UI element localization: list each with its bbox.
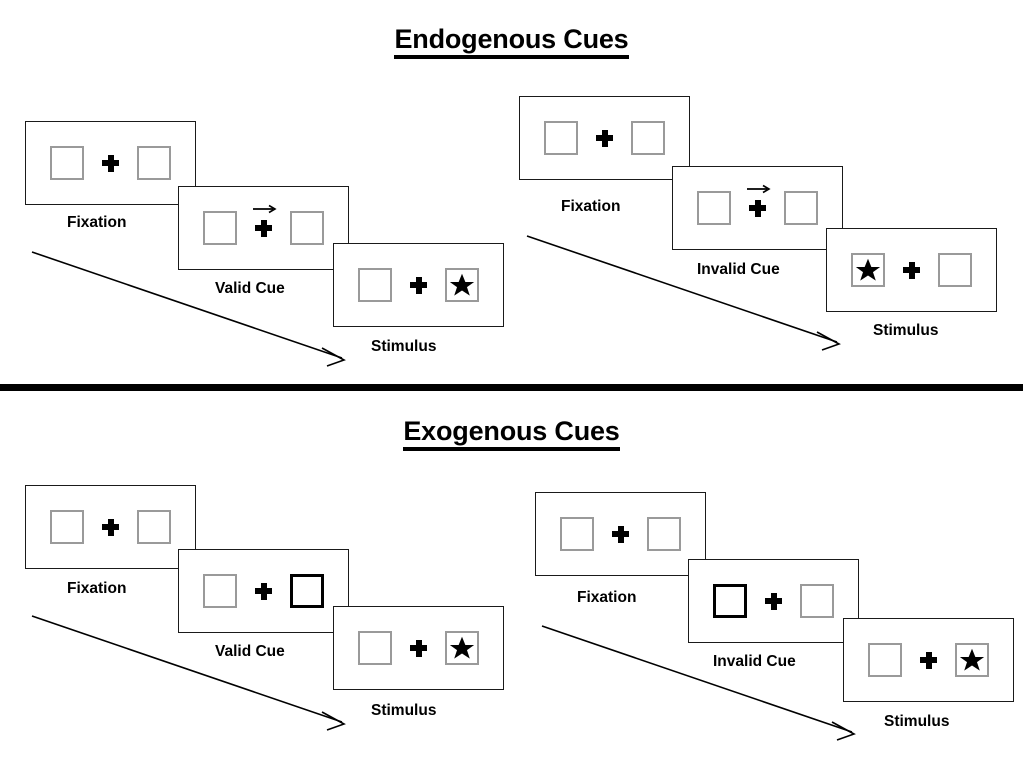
step-label-exogenous-valid-fixation: Fixation [67,580,127,597]
panel-exogenous-invalid-cue[interactable] [688,559,859,643]
stimulus-array [203,574,324,608]
time-flow-arrow-endogenous-valid [31,251,346,367]
placeholder-box-left [358,631,392,665]
fixation-cross-icon [255,219,272,237]
fixation-cross-icon [102,154,119,172]
arrow-right-icon [253,204,277,213]
step-label-endogenous-invalid-stimulus: Stimulus [873,322,939,339]
stimulus-array [358,631,479,665]
fixation-cross-icon [749,199,766,217]
placeholder-box-left [203,211,237,245]
fixation-cross-icon [765,592,782,610]
stimulus-array [560,517,681,551]
endogenous-arrow-cue [747,184,771,217]
step-label-endogenous-valid-fixation: Fixation [67,214,127,231]
placeholder-box-left [560,517,594,551]
placeholder-box-left [50,146,84,180]
placeholder-box-right [137,146,171,180]
step-label-exogenous-invalid-stimulus: Stimulus [884,713,950,730]
placeholder-box-left [697,191,731,225]
panel-endogenous-valid-stimulus[interactable] [333,243,504,327]
fixation-cross-icon [410,276,427,294]
panel-exogenous-valid-cue[interactable] [178,549,349,633]
panel-endogenous-invalid-fixation[interactable] [519,96,690,180]
step-label-endogenous-invalid-cue: Invalid Cue [697,261,780,278]
placeholder-box-right [938,253,972,287]
section-title-exogenous-text: Exogenous Cues [403,416,620,451]
exogenous-cue-box-right [290,574,324,608]
step-label-endogenous-valid-stimulus: Stimulus [371,338,437,355]
section-divider [0,384,1023,391]
target-box-right [445,268,479,302]
fixation-cross-icon [410,639,427,657]
step-label-exogenous-valid-stimulus: Stimulus [371,702,437,719]
panel-exogenous-valid-fixation[interactable] [25,485,196,569]
placeholder-box-left [358,268,392,302]
target-box-left [851,253,885,287]
time-flow-arrow-endogenous-invalid [526,235,841,351]
stimulus-array [544,121,665,155]
placeholder-box-right [290,211,324,245]
exogenous-cue-box-left [713,584,747,618]
step-label-endogenous-invalid-fixation: Fixation [561,198,621,215]
time-flow-arrow-exogenous-valid [31,615,346,731]
target-box-right [955,643,989,677]
fixation-cross-icon [102,518,119,536]
star-icon [449,273,475,296]
stimulus-array [50,510,171,544]
panel-exogenous-invalid-fixation[interactable] [535,492,706,576]
stimulus-array [50,146,171,180]
fixation-cross-icon [596,129,613,147]
step-label-exogenous-invalid-cue: Invalid Cue [713,653,796,670]
fixation-cross-icon [255,582,272,600]
placeholder-box-left [544,121,578,155]
section-title-endogenous-text: Endogenous Cues [394,24,629,59]
target-box-right [445,631,479,665]
placeholder-box-right [631,121,665,155]
step-label-exogenous-invalid-fixation: Fixation [577,589,637,606]
star-icon [449,636,475,659]
placeholder-box-right [137,510,171,544]
placeholder-box-right [647,517,681,551]
stimulus-array [203,204,324,245]
placeholder-box-right [784,191,818,225]
fixation-cross-icon [612,525,629,543]
stimulus-array [851,253,972,287]
time-flow-arrow-exogenous-invalid [541,625,856,741]
stimulus-array [713,584,834,618]
placeholder-box-left [50,510,84,544]
section-title-exogenous: Exogenous Cues [0,416,1023,451]
fixation-cross-icon [920,651,937,669]
panel-exogenous-invalid-stimulus[interactable] [843,618,1014,702]
endogenous-arrow-cue [253,204,277,237]
placeholder-box-left [203,574,237,608]
stimulus-array [868,643,989,677]
panel-endogenous-invalid-stimulus[interactable] [826,228,997,312]
fixation-cross-icon [903,261,920,279]
stimulus-array [697,184,818,225]
panel-exogenous-valid-stimulus[interactable] [333,606,504,690]
step-label-endogenous-valid-cue: Valid Cue [215,280,285,297]
placeholder-box-left [868,643,902,677]
section-title-endogenous: Endogenous Cues [0,24,1023,59]
placeholder-box-right [800,584,834,618]
star-icon [959,648,985,671]
stimulus-array [358,268,479,302]
arrow-right-icon [747,184,771,193]
panel-endogenous-valid-cue[interactable] [178,186,349,270]
star-icon [855,258,881,281]
panel-endogenous-invalid-cue[interactable] [672,166,843,250]
step-label-exogenous-valid-cue: Valid Cue [215,643,285,660]
panel-endogenous-valid-fixation[interactable] [25,121,196,205]
